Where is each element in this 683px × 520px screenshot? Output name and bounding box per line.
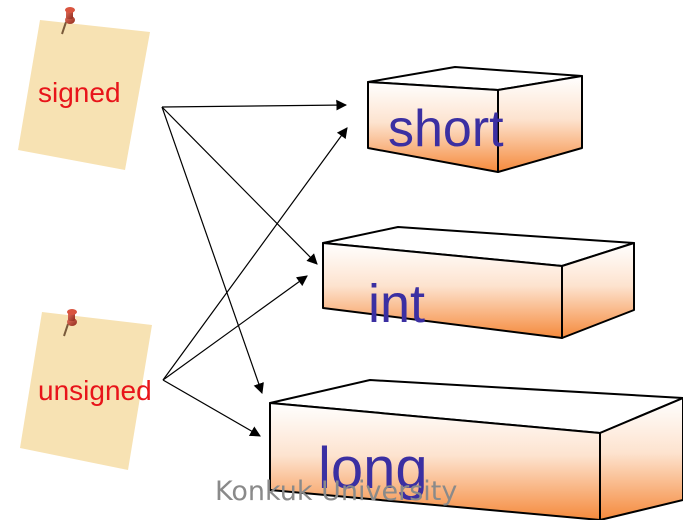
arrow-signed-int (161, 106, 318, 265)
signed-label: signed (38, 77, 121, 108)
arrow-signed-long (161, 106, 264, 395)
short-label: short (388, 100, 504, 158)
int-label: int (368, 274, 425, 334)
pushpin-icon (63, 309, 77, 337)
unsigned-note: unsigned (20, 309, 152, 470)
arrows (161, 99, 348, 437)
unsigned-note-paper (20, 312, 152, 470)
footer-watermark: Konkuk University (215, 476, 457, 507)
arrow-unsigned-short (162, 127, 348, 381)
long-label: long (318, 436, 428, 501)
long-box: long (269, 379, 683, 520)
short-box: short (367, 66, 583, 173)
pushpin-icon (61, 7, 75, 35)
arrow-unsigned-int (162, 275, 308, 381)
signed-note-paper (18, 20, 150, 170)
int-box: int (322, 226, 635, 339)
signed-note: signed (18, 7, 150, 170)
unsigned-label: unsigned (38, 375, 152, 406)
arrow-unsigned-long (162, 379, 261, 437)
arrow-signed-short (161, 99, 348, 111)
